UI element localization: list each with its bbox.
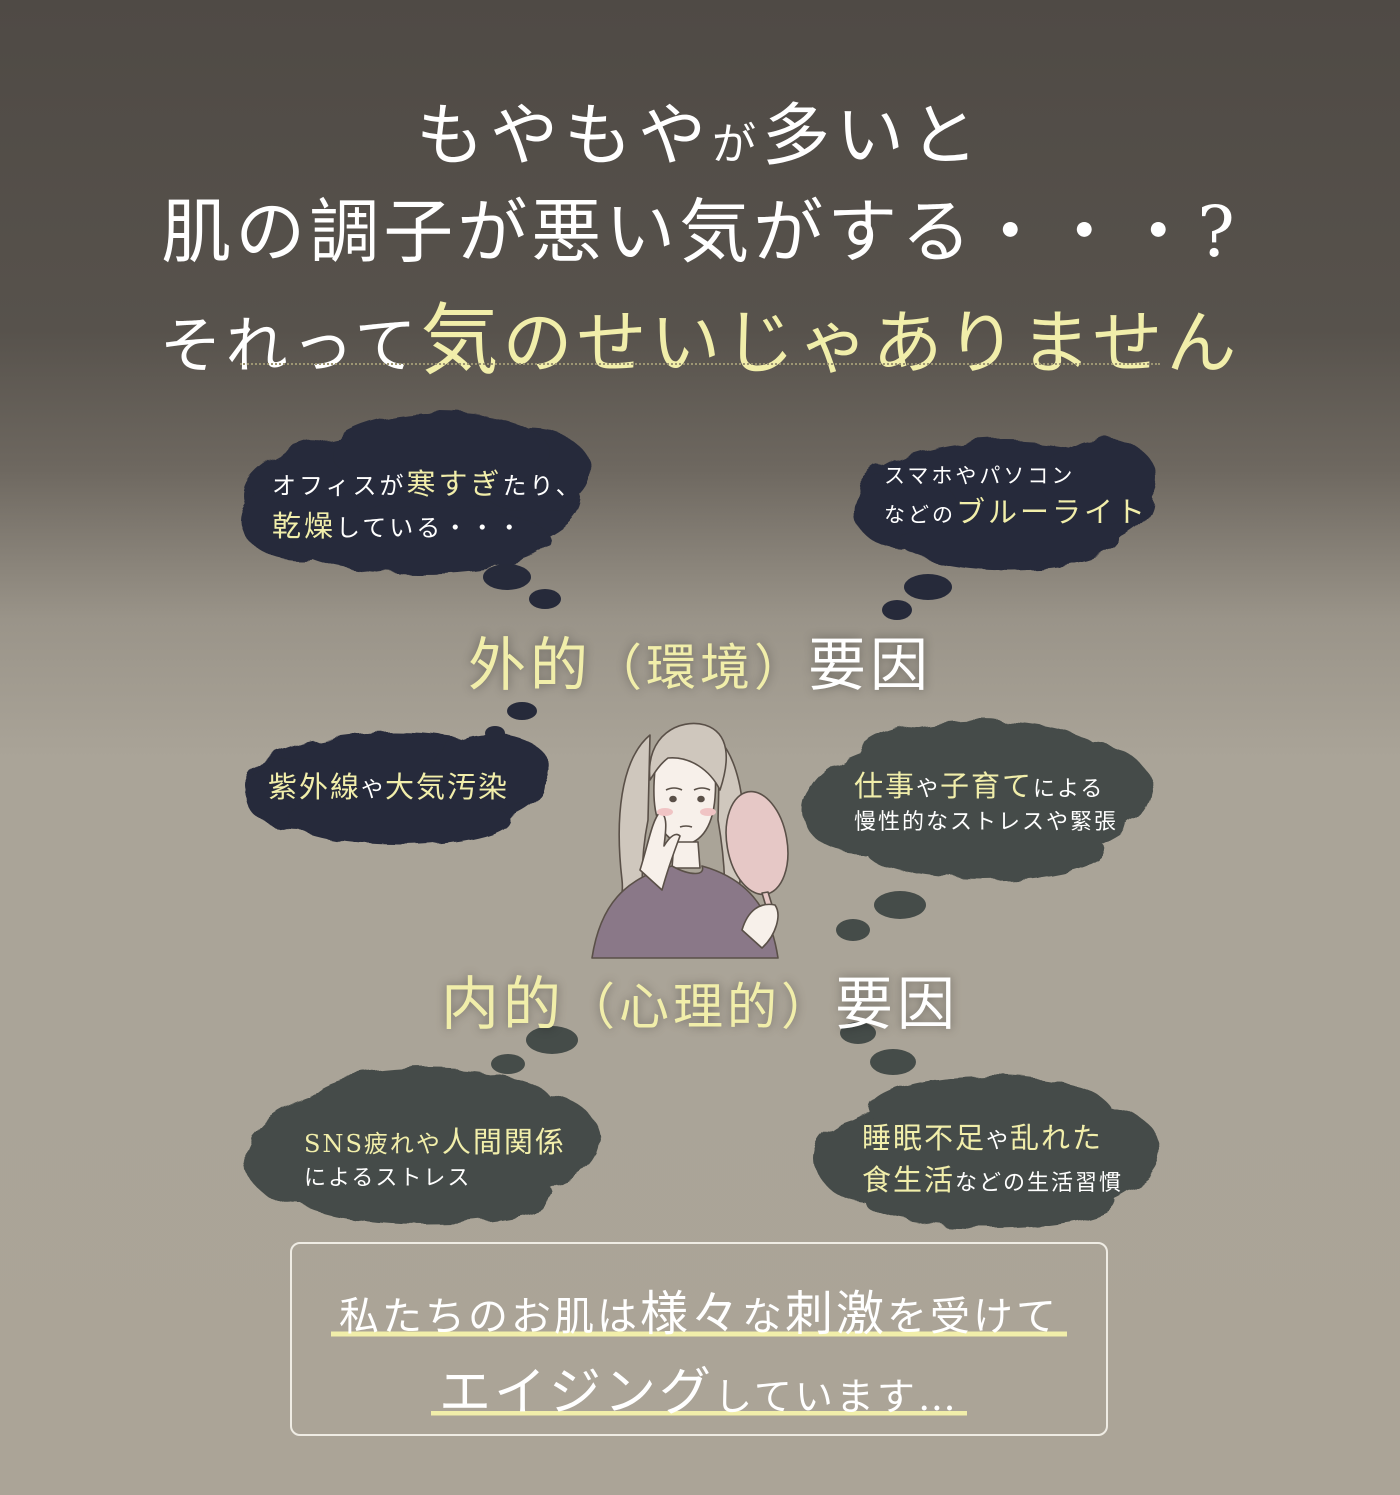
cloud-office-text: オフィスが寒すぎたり、 乾燥している・・・ [272, 463, 583, 547]
summary-emphasis: エイジング [439, 1363, 715, 1423]
headline-highlight: 気 [420, 296, 503, 386]
cloud-sns-line-2: によるストレス [304, 1166, 472, 1192]
cloud-work-text: 仕事や子育てによる 慢性的なストレスや緊張 [854, 765, 1118, 839]
cloud-office [240, 412, 590, 574]
bubble-trail-internal [491, 891, 926, 1075]
cloud-bluelight-line-2: などのブルーライト [884, 495, 1149, 530]
summary-line-2: エイジングしています… [292, 1350, 1106, 1425]
bubble-trail-external [483, 564, 952, 740]
cloud-uv [245, 732, 550, 846]
headline-text: が [712, 119, 762, 170]
cloud-highlight: 乾燥 [272, 509, 337, 544]
headline-line-1: もやもやが多いと [0, 80, 1400, 179]
headline-text: もやもや [415, 97, 712, 176]
cloud-highlight: 子育て [940, 769, 1034, 803]
woman-illustration [591, 722, 789, 959]
cloud-sns [245, 1068, 600, 1223]
headline-text: 多いと [762, 97, 985, 176]
cloud-sleep-line-1: 睡眠不足や乱れた [862, 1121, 1104, 1155]
headline-divider [240, 363, 1160, 365]
summary-line-1: 私たちのお肌は様々な刺激を受けて [292, 1274, 1106, 1344]
headline-line-3: それって気のせいじゃありません [0, 278, 1400, 390]
cloud-bluelight-line-1: スマホやパソコン [884, 464, 1076, 488]
cloud-sleep-line-2: 食生活などの生活習慣 [862, 1163, 1124, 1198]
external-factor-heading: 外的（環境）要因 [467, 631, 933, 699]
cloud-sleep [815, 1076, 1160, 1228]
cloud-bluelight [853, 438, 1158, 570]
summary-emphasis: 様々 [639, 1286, 742, 1342]
headline-line-2: 肌の調子が悪い気がする・・・? [161, 191, 1239, 273]
headline-highlight: のせいじゃありません [502, 302, 1241, 384]
summary-emphasis: 刺激 [785, 1286, 888, 1342]
cloud-sleep-text: 睡眠不足や乱れた 食生活などの生活習慣 [862, 1117, 1123, 1201]
summary-box: 私たちのお肌は様々な刺激を受けて エイジングしています… [290, 1242, 1108, 1436]
headline-text: それって [159, 309, 421, 382]
cloud-work-line-1: 仕事や子育てによる [854, 769, 1105, 803]
cloud-highlight: 人間関係 [441, 1125, 566, 1159]
cloud-uv-text: 紫外線や大気汚染 [268, 770, 510, 804]
cloud-sns-line-1: SNS疲れや人間関係 [304, 1125, 566, 1159]
cloud-highlight: 仕事 [854, 769, 917, 803]
cloud-bluelight-text: スマホやパソコン などのブルーライト [884, 461, 1148, 533]
cloud-highlight: 大気汚染 [385, 770, 510, 804]
cloud-highlight: ブルーライト [956, 495, 1149, 530]
cloud-work-line-2: 慢性的なストレスや緊張 [854, 810, 1119, 836]
cloud-highlight: 乱れた [1010, 1121, 1104, 1155]
internal-factor-heading: 内的（心理的）要因 [440, 970, 960, 1038]
cloud-sns-text: SNS疲れや人間関係 によるストレス [304, 1121, 566, 1195]
cloud-highlight: 紫外線 [268, 770, 362, 804]
cloud-work [802, 719, 1152, 880]
cloud-office-line-2: 乾燥している・・・ [272, 509, 525, 544]
cloud-highlight: 寒すぎ [406, 467, 503, 501]
cloud-office-line-1: オフィスが寒すぎたり、 [272, 467, 583, 501]
cloud-highlight: 睡眠不足 [862, 1121, 987, 1155]
cloud-highlight: 食生活 [862, 1163, 956, 1198]
